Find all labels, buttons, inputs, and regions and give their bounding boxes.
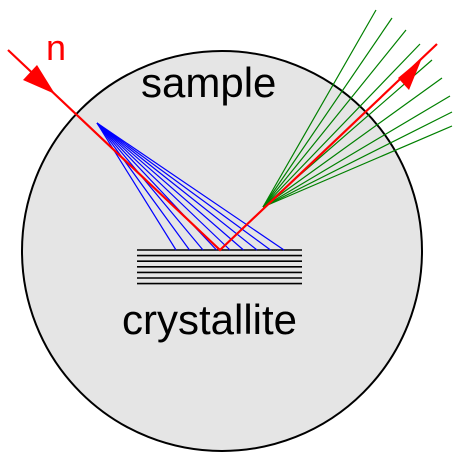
green-ray — [262, 29, 407, 208]
blue-ray — [96, 122, 177, 251]
blue-ray — [96, 122, 204, 251]
green-ray — [262, 9, 377, 208]
green-ray — [262, 17, 393, 208]
green-ray — [262, 43, 421, 208]
neutron-beam — [7, 43, 438, 252]
green-ray — [262, 125, 453, 208]
green-ray — [262, 95, 451, 208]
exit-arrowhead — [398, 58, 422, 90]
incident-arrowhead — [23, 65, 55, 94]
blue-ray — [96, 122, 190, 251]
green-ray — [262, 111, 453, 208]
crystallite-label: crystallite — [122, 296, 297, 343]
green-ray — [262, 77, 443, 208]
incident-beam-path — [7, 43, 438, 252]
blue-ray — [96, 122, 285, 251]
sample-circle — [21, 50, 423, 452]
blue-ray — [96, 122, 258, 251]
incoming-label: n — [46, 27, 66, 68]
blue-ray — [96, 122, 231, 251]
sample-label: sample — [141, 59, 276, 106]
blue-ray — [96, 122, 244, 251]
crystallite-planes — [137, 249, 302, 285]
